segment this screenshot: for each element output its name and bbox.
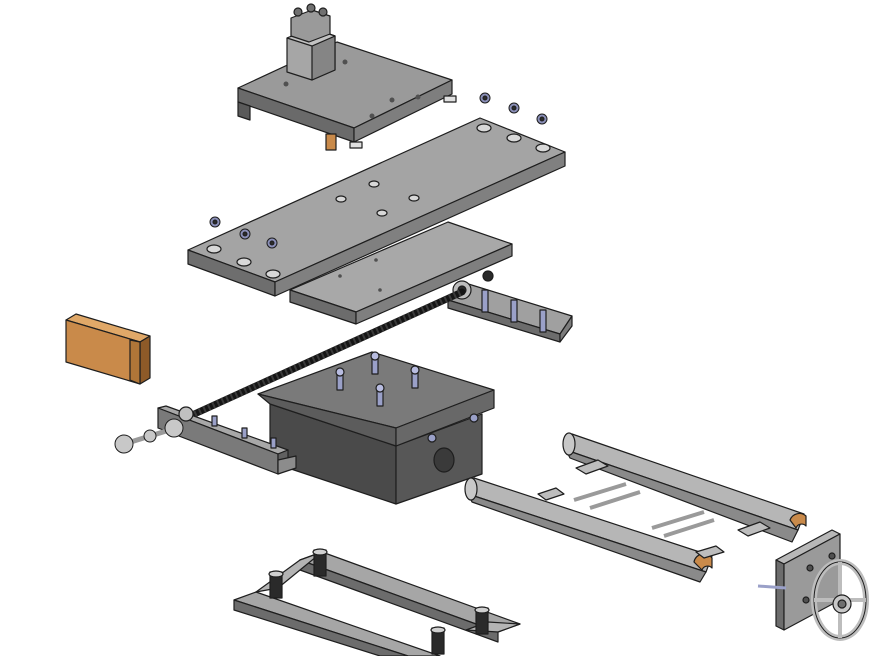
- handwheel-plate: [757, 529, 869, 641]
- saddle: [289, 221, 513, 325]
- end-bracket-right: [447, 270, 573, 343]
- cross-slide-plate: [187, 117, 566, 297]
- guide-rails: [464, 432, 807, 583]
- gib-block: [65, 313, 151, 385]
- nut-set-left: [209, 216, 278, 249]
- lever-handle: [114, 418, 184, 454]
- toolpost-slide: [237, 3, 457, 151]
- apron-housing: [257, 351, 495, 505]
- leadscrew: [186, 288, 466, 420]
- base-frame: [233, 548, 521, 656]
- nut-set-top: [479, 92, 548, 125]
- end-bracket-left: [157, 405, 297, 475]
